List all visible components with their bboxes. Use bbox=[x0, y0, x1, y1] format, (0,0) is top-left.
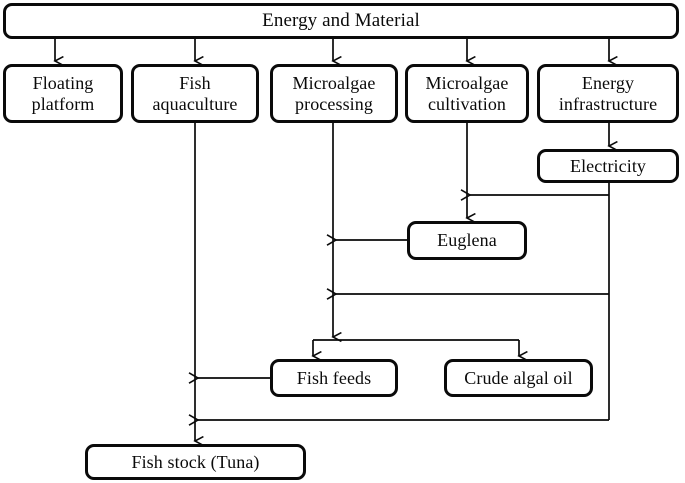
node-label: Euglena bbox=[437, 230, 497, 251]
node-floating-platform[interactable]: Floating platform bbox=[3, 64, 123, 123]
node-label: Microalgae cultivation bbox=[425, 73, 509, 114]
node-microalgae-cultivation[interactable]: Microalgae cultivation bbox=[405, 64, 529, 123]
node-label: Energy infrastructure bbox=[558, 73, 658, 114]
node-crude-algal-oil[interactable]: Crude algal oil bbox=[444, 359, 593, 397]
node-euglena[interactable]: Euglena bbox=[407, 221, 527, 260]
node-energy-infrastructure[interactable]: Energy infrastructure bbox=[537, 64, 679, 123]
node-microalgae-processing[interactable]: Microalgae processing bbox=[270, 64, 398, 123]
node-label: Floating platform bbox=[31, 73, 95, 114]
node-label: Fish feeds bbox=[296, 367, 372, 388]
node-electricity[interactable]: Electricity bbox=[537, 149, 679, 183]
node-label: Fish stock (Tuna) bbox=[131, 451, 260, 472]
node-label: Crude algal oil bbox=[464, 367, 573, 388]
node-fish-feeds[interactable]: Fish feeds bbox=[270, 359, 398, 397]
node-fish-stock-tuna[interactable]: Fish stock (Tuna) bbox=[85, 444, 306, 480]
node-label: Fish aquaculture bbox=[152, 73, 238, 114]
node-label: Microalgae processing bbox=[292, 73, 376, 114]
node-energy-and-material[interactable]: Energy and Material bbox=[3, 3, 679, 39]
node-label: Energy and Material bbox=[262, 10, 420, 32]
node-fish-aquaculture[interactable]: Fish aquaculture bbox=[131, 64, 259, 123]
node-label: Electricity bbox=[569, 155, 647, 176]
